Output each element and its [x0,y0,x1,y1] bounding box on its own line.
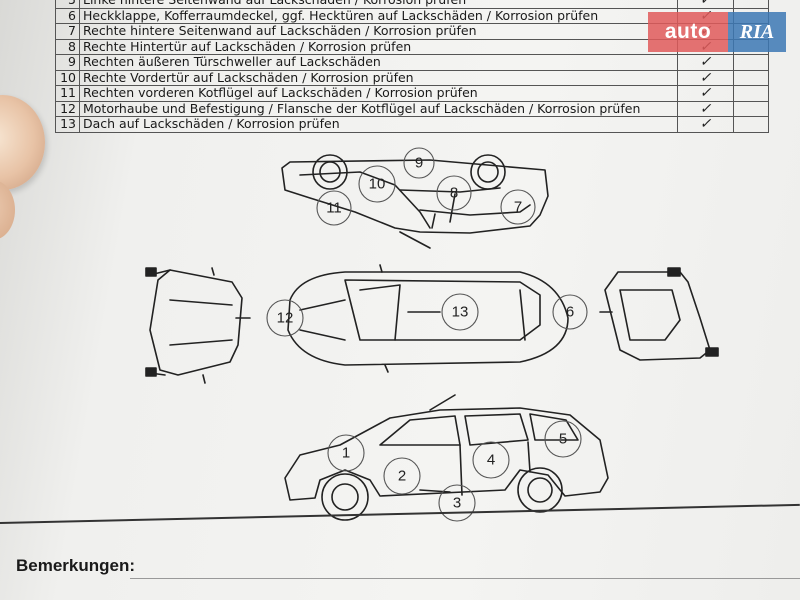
checklist-item-text: Rechte Hintertür auf Lackschäden / Korro… [79,38,678,55]
remarks-line [130,578,800,579]
watermark-ria-text: RIA [728,12,786,52]
svg-text:3: 3 [453,495,461,512]
callout-10: 10 [358,165,396,203]
callout-5: 5 [544,420,582,458]
watermark-auto-text: auto [648,12,728,52]
finger-lower [0,180,15,240]
callout-13: 13 [441,293,479,331]
checklist-item-text: Rechten vorderen Kotflügel auf Lackschäd… [79,85,678,102]
checklist-table: 5Linke hintere Seitenwand auf Lackschäde… [55,0,769,133]
svg-text:8: 8 [450,185,458,202]
callout-2: 2 [383,457,421,495]
svg-text:13: 13 [452,304,469,321]
car-right-side-view [281,154,549,249]
autoria-watermark: auto RIA [648,12,790,54]
svg-text:10: 10 [369,176,386,193]
callout-1: 1 [327,434,365,472]
car-front-view [145,267,251,384]
remarks-label: Bemerkungen: [16,556,136,575]
svg-text:5: 5 [559,431,567,448]
callout-3: 3 [438,484,476,522]
svg-text:11: 11 [326,200,342,217]
car-left-side-view [284,394,609,521]
checklist-item-number: 12 [55,100,80,117]
svg-text:4: 4 [487,452,495,469]
callout-12: 12 [266,299,304,337]
checklist-item-text: Dach auf Lackschäden / Korrosion prüfen [79,116,678,133]
svg-text:9: 9 [415,155,423,172]
checklist-item-number: 10 [55,69,80,86]
car-rear-view [599,267,719,361]
callout-6: 6 [552,294,588,330]
svg-text:7: 7 [514,199,522,216]
svg-text:12: 12 [277,310,294,327]
svg-text:6: 6 [566,304,574,321]
checklist-item-text: Rechten äußeren Türschweller auf Lacksch… [79,54,678,71]
svg-text:2: 2 [398,468,406,485]
callout-7: 7 [500,189,536,225]
checklist-item-text: Motorhaube und Befestigung / Flansche de… [79,100,678,117]
checklist-item-blank [733,116,769,133]
car-top-view [287,264,569,373]
checklist-item-number: 13 [55,116,80,133]
svg-text:1: 1 [342,445,350,462]
callout-11: 11 [316,190,352,226]
callout-8: 8 [436,175,472,211]
callout-4: 4 [472,441,510,479]
checklist-item-text: Rechte hintere Seitenwand auf Lackschäde… [79,23,678,40]
callout-9: 9 [403,147,435,179]
